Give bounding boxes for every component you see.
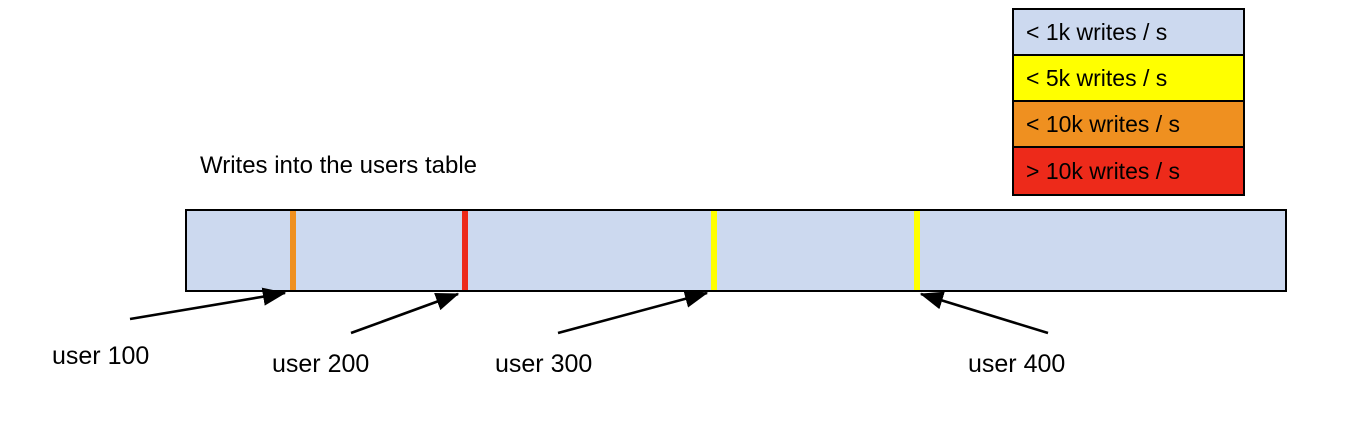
callout-label-user-400: user 400	[968, 350, 1066, 378]
user-100-arrow	[129, 287, 287, 321]
user-300-boundary-stripe	[711, 211, 717, 290]
legend-row-under-10k: < 10k writes / s	[1014, 102, 1243, 148]
callout-label-user-300: user 300	[495, 350, 593, 378]
legend-row-over-10k: > 10k writes / s	[1014, 148, 1243, 194]
user-200-boundary-stripe	[462, 211, 468, 290]
legend-label-under-5k: < 5k writes / s	[1026, 64, 1168, 91]
chart-title: Writes into the users table	[200, 152, 478, 179]
legend-row-under-5k: < 5k writes / s	[1014, 56, 1243, 102]
callout-label-user-100: user 100	[52, 342, 150, 370]
user-200-arrow	[350, 292, 460, 335]
legend-label-under-1k: < 1k writes / s	[1026, 18, 1168, 45]
callout-label-user-200: user 200	[272, 350, 370, 378]
user-300-arrow	[557, 289, 709, 335]
users-table-band	[185, 209, 1287, 292]
legend-row-under-1k: < 1k writes / s	[1014, 10, 1243, 56]
users-table-band-fill	[187, 211, 1285, 290]
user-100-boundary-stripe	[290, 211, 296, 290]
legend-label-over-10k: > 10k writes / s	[1026, 157, 1181, 184]
legend: < 1k writes / s < 5k writes / s < 10k wr…	[1012, 8, 1245, 196]
user-400-boundary-stripe	[914, 211, 920, 290]
legend-label-under-10k: < 10k writes / s	[1026, 110, 1181, 137]
user-400-arrow	[919, 291, 1049, 335]
